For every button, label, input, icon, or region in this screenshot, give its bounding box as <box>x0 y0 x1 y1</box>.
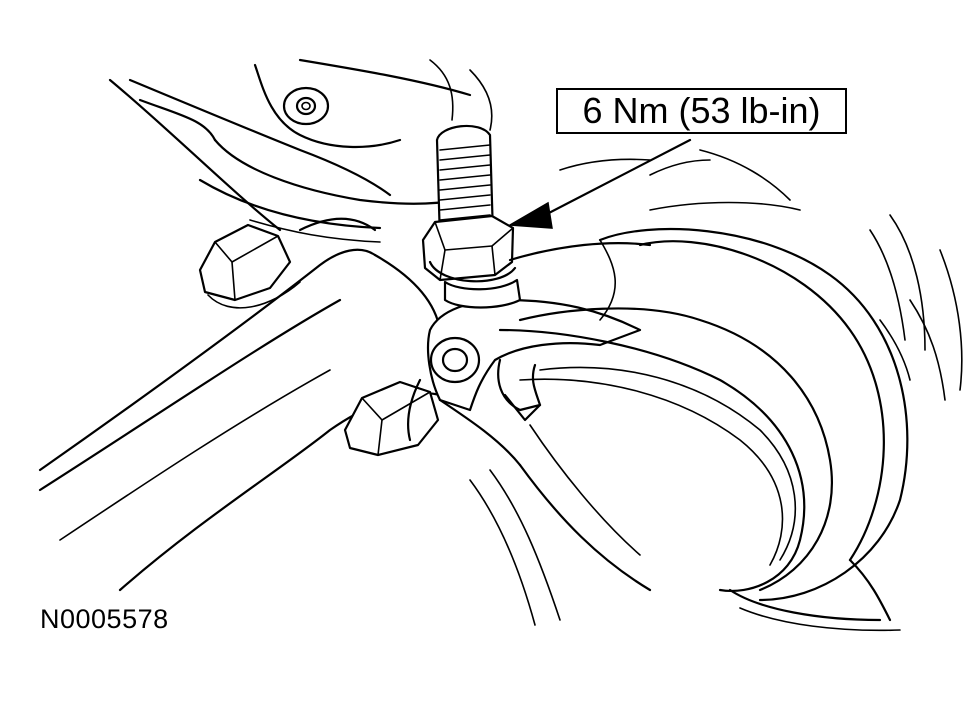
center-bracket <box>343 298 642 457</box>
lower-contour <box>469 469 561 626</box>
drum-assembly <box>438 228 909 632</box>
callout-arrow <box>507 138 692 229</box>
upper-housing <box>108 58 493 243</box>
torque-label: 6 Nm (53 lb-in) <box>582 90 821 131</box>
torque-callout: 6 Nm (53 lb-in) <box>556 88 847 134</box>
figure-number: N0005578 <box>40 604 169 634</box>
stud-and-nut <box>421 124 522 309</box>
left-hex-bolt <box>198 223 301 309</box>
background-lines <box>559 149 963 401</box>
